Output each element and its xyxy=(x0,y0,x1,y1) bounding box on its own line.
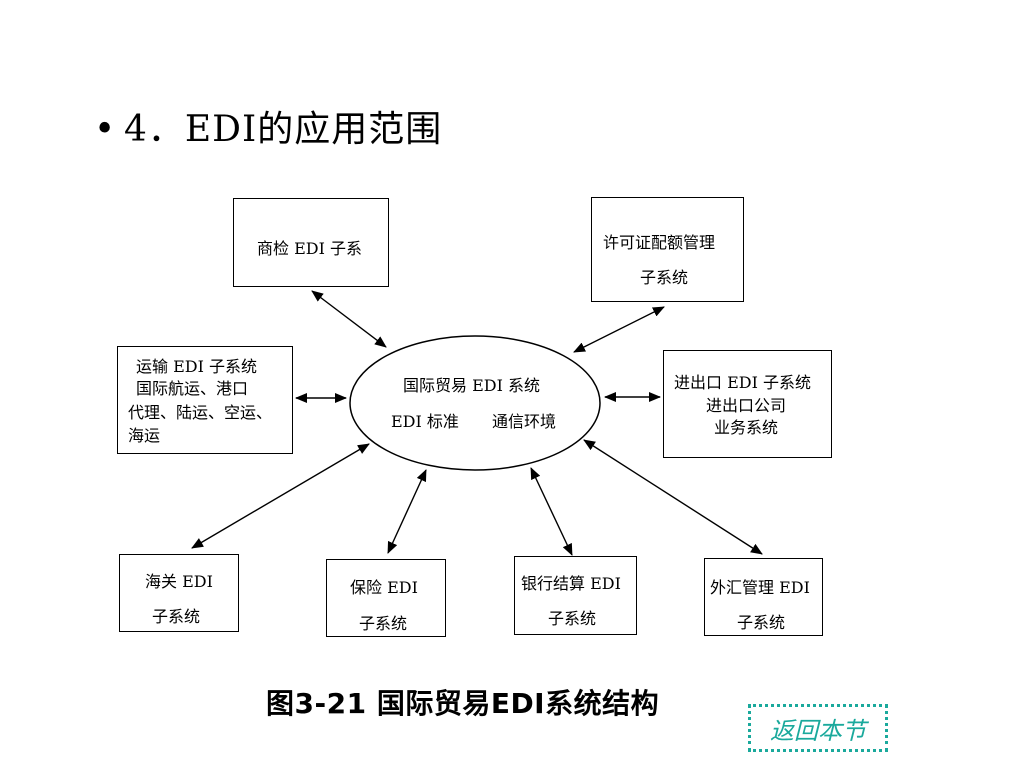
node-label: 银行结算 EDI xyxy=(521,574,621,593)
node-customs: 海关 EDI 子系统 xyxy=(119,554,239,632)
node-label: 子系统 xyxy=(152,607,201,626)
arrow-bank-settlement xyxy=(530,467,573,556)
heading-text: 4．EDI的应用范围 xyxy=(124,109,443,150)
node-license-quota: 许可证配额管理 子系统 xyxy=(591,197,744,302)
node-label: 子系统 xyxy=(359,614,408,633)
center-label-standard: EDI 标准 xyxy=(391,412,459,431)
arrow-customs xyxy=(191,443,370,549)
center-ellipse xyxy=(349,335,601,471)
slide-heading: •4．EDI的应用范围 xyxy=(94,106,442,154)
node-import-export: 进出口 EDI 子系统 进出口公司 业务系统 xyxy=(663,350,832,458)
center-label-network: 通信环境 xyxy=(492,412,557,431)
node-commodity-inspection: 商检 EDI 子系 xyxy=(233,198,389,287)
node-label: 子系统 xyxy=(640,268,689,287)
bullet: • xyxy=(94,109,117,150)
node-label: 运输 EDI 子系统 xyxy=(136,357,258,376)
node-label: 许可证配额管理 xyxy=(603,233,716,252)
node-label: 海运 xyxy=(128,426,161,445)
arrow-insurance xyxy=(387,469,427,554)
arrow-license-quota xyxy=(573,306,665,353)
node-label: 保险 EDI xyxy=(350,578,418,597)
node-label: 进出口公司 xyxy=(706,396,787,415)
center-label-line1: 国际贸易 EDI 系统 xyxy=(403,376,541,395)
node-forex: 外汇管理 EDI 子系统 xyxy=(704,558,823,636)
node-label: 子系统 xyxy=(548,609,597,628)
arrow-forex xyxy=(583,439,763,555)
node-transport: 运输 EDI 子系统 国际航运、港口 代理、陆运、空运、 海运 xyxy=(117,346,293,454)
node-label: 外汇管理 EDI xyxy=(710,578,810,597)
arrow-commodity-inspection xyxy=(311,290,387,348)
node-label: 海关 EDI xyxy=(145,572,213,591)
node-bank-settlement: 银行结算 EDI 子系统 xyxy=(514,556,637,635)
node-label: 子系统 xyxy=(737,613,786,632)
back-to-section-button[interactable]: 返回本节 xyxy=(748,704,888,752)
node-label: 商检 EDI 子系 xyxy=(257,239,363,258)
node-label: 业务系统 xyxy=(714,418,779,437)
figure-caption: 图3-21 国际贸易EDI系统结构 xyxy=(266,687,660,720)
node-insurance: 保险 EDI 子系统 xyxy=(326,559,446,637)
node-label: 国际航运、港口 xyxy=(136,379,249,398)
node-label: 代理、陆运、空运、 xyxy=(128,403,273,422)
node-label: 进出口 EDI 子系统 xyxy=(674,373,812,392)
